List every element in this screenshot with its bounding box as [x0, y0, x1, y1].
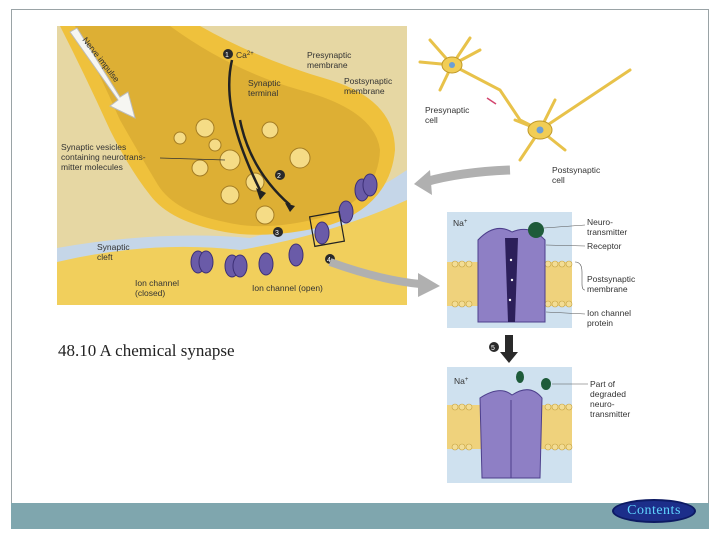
detail-panel-open-channel: Na+ Neuro-transmitter Receptor Postsynap…: [447, 212, 636, 328]
neurotransmitter-label: Neuro-transmitter: [587, 217, 627, 237]
contents-button-label: Contents: [627, 503, 681, 518]
calcium-label: Ca2+: [236, 50, 254, 60]
step-4-marker: 4: [327, 257, 331, 264]
sodium-label-2: Na+: [454, 376, 469, 386]
ion-channel-closed-label: Ion channel(closed): [135, 278, 179, 298]
step-3-marker: 3: [275, 230, 279, 237]
sodium-label: Na+: [453, 218, 468, 228]
step-1-marker: 1: [225, 52, 229, 59]
step-5-marker: 5: [491, 345, 495, 352]
ion-channel-open-label: Ion channel (open): [252, 283, 323, 293]
receptor-label: Receptor: [587, 241, 622, 251]
figure-caption: 48.10 A chemical synapse: [58, 341, 235, 360]
main-synapse-panel: Nerve impulse 1 2 3 4 Ca2+: [57, 26, 407, 305]
step-2-marker: 2: [277, 173, 281, 180]
contents-button[interactable]: Contents: [612, 499, 696, 523]
footer-bar: [11, 503, 709, 529]
